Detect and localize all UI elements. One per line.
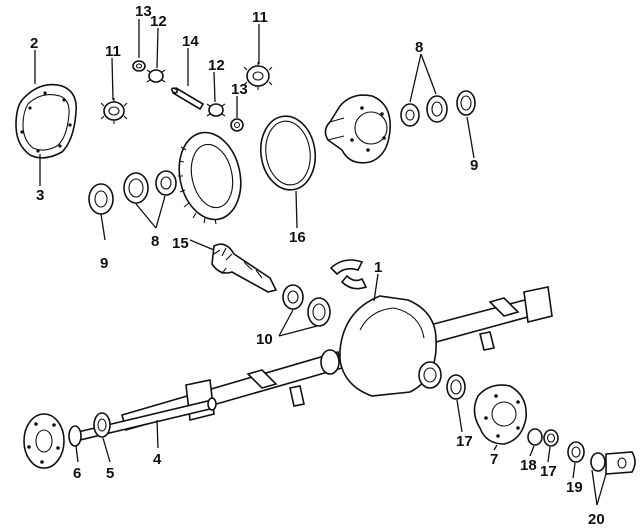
axle-flange <box>23 413 65 469</box>
callout-9-right: 9 <box>470 157 478 174</box>
callout-19: 19 <box>566 479 583 496</box>
leader-lines <box>34 19 607 506</box>
callout-7: 7 <box>490 451 498 468</box>
callout-13-top: 13 <box>135 3 152 20</box>
pinion-seal <box>567 441 585 463</box>
callout-2: 2 <box>30 35 38 52</box>
callout-5: 5 <box>106 465 114 482</box>
retaining-ring <box>259 115 317 191</box>
side-gear-left <box>100 98 128 124</box>
pinion-bearing <box>282 284 304 310</box>
callout-3: 3 <box>36 187 44 204</box>
carrier-bearing-upper-right <box>400 103 420 127</box>
pinion-bearing-cone <box>527 428 543 446</box>
companion-flange <box>590 451 636 475</box>
cover-gasket <box>15 83 78 159</box>
callout-20: 20 <box>588 511 605 528</box>
thrust-washer-left <box>132 60 146 72</box>
callout-15: 15 <box>172 235 189 252</box>
callout-9-left: 9 <box>100 255 108 272</box>
callout-18: 18 <box>520 457 537 474</box>
thrust-washer-right <box>230 118 244 132</box>
bearing-shim-upper-right <box>456 90 476 116</box>
carrier-bearing-race-upper-right <box>426 95 448 123</box>
callout-16: 16 <box>289 229 306 246</box>
differential-case-upper <box>324 94 391 164</box>
pinion-gear-left <box>146 69 166 83</box>
carrier-bearing-race-left <box>123 172 149 204</box>
axle-bearing <box>93 412 111 438</box>
differential-case-lower <box>473 384 527 445</box>
callout-14: 14 <box>182 33 199 50</box>
callout-1: 1 <box>374 259 382 276</box>
pinion-shaft <box>170 86 205 111</box>
callout-8-top: 8 <box>415 39 423 56</box>
callout-12-right: 12 <box>208 57 225 74</box>
callout-12-top: 12 <box>150 13 167 30</box>
bearing-shim-left <box>88 183 114 215</box>
drive-pinion <box>211 243 278 293</box>
callout-17-mid: 17 <box>456 433 473 450</box>
callout-11-left: 11 <box>105 43 121 60</box>
callout-4: 4 <box>153 451 162 468</box>
bearing-race-lower <box>446 374 466 400</box>
axle-shaft <box>77 397 217 441</box>
callout-17-right: 17 <box>540 463 557 480</box>
callout-labels: 13 12 11 2 14 11 12 13 8 9 3 9 8 15 16 1… <box>30 3 605 528</box>
carrier-bearing-left <box>155 170 177 196</box>
callout-8-left: 8 <box>151 233 159 250</box>
pinion-bearing-race <box>307 297 331 327</box>
ring-gear <box>178 131 242 225</box>
pinion-bearing-cup <box>543 429 559 447</box>
callout-6: 6 <box>73 465 81 482</box>
axle-seal <box>68 425 82 447</box>
callout-11-top: 11 <box>252 9 268 26</box>
callout-13-right: 13 <box>231 81 248 98</box>
pinion-gear-right <box>206 103 226 117</box>
callout-10: 10 <box>256 331 273 348</box>
side-gear-top <box>243 62 273 90</box>
